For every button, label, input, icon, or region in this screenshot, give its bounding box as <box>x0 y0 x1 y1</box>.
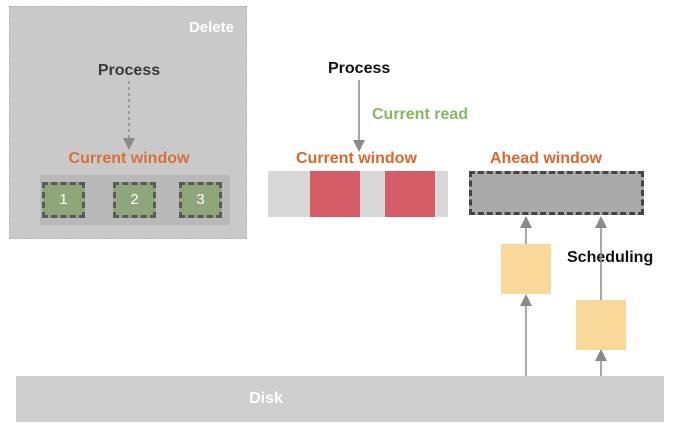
ahead-window <box>469 171 644 215</box>
page-3: 3 <box>179 182 222 218</box>
ahead-window-label: Ahead window <box>490 150 602 167</box>
current-window-strip <box>268 171 448 217</box>
disk-bar: Disk <box>16 376 664 422</box>
scheduling-label: Scheduling <box>567 249 654 266</box>
page-1: 1 <box>42 182 85 218</box>
current-window-strip-left: 1 2 3 <box>40 175 230 225</box>
process-label-left: Process <box>97 62 161 79</box>
current-window-label: Current window <box>296 150 417 167</box>
disk-label: Disk <box>249 390 283 407</box>
scheduling-block-1 <box>501 244 551 294</box>
delete-label: Delete <box>188 19 234 36</box>
delete-panel: Delete Process Current window 1 2 3 <box>9 6 247 239</box>
read-page-1 <box>310 171 360 217</box>
current-window-label-left: Current window <box>68 150 190 167</box>
page-2: 2 <box>113 182 156 218</box>
process-label: Process <box>328 60 391 77</box>
current-read-label: Current read <box>372 106 469 123</box>
read-page-2 <box>385 171 435 217</box>
scheduling-block-2 <box>576 300 626 350</box>
